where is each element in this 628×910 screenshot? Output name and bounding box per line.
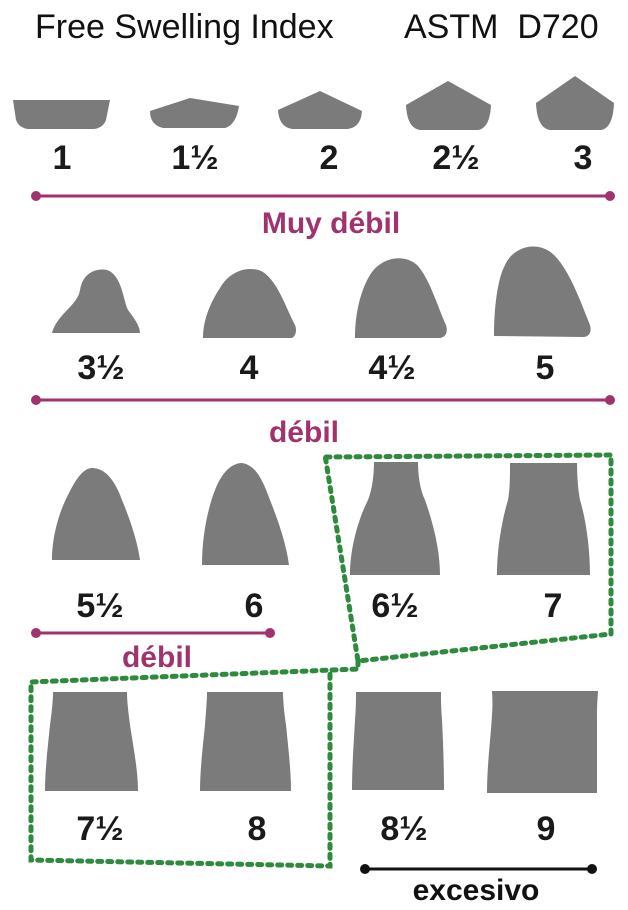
profile-shape-4: [203, 268, 296, 338]
profile-label-2-5: 2½: [432, 139, 479, 177]
profile-label-6: 6: [245, 587, 264, 625]
profile-shape-7-5: [45, 692, 138, 791]
profile-label-3: 3: [574, 139, 593, 177]
category-label-debil-1: débil: [269, 416, 339, 449]
profile-label-2: 2: [320, 139, 339, 177]
profile-label-8-5: 8½: [380, 810, 427, 848]
profile-shape-6-5: [350, 462, 440, 575]
title-right: ASTM D720: [404, 8, 599, 46]
profile-shape-4-5: [355, 258, 447, 338]
dotted-boundary-excessive: [322, 452, 614, 664]
profile-shape-7: [497, 463, 590, 575]
title: Free Swelling Index ASTM D720: [0, 8, 628, 58]
category-range-muy-debil: [31, 191, 615, 201]
category-label-muy-debil: Muy débil: [262, 207, 400, 240]
profile-label-4: 4: [240, 349, 259, 387]
profile-shape-3-5: [52, 269, 140, 333]
category-label-excesivo: excesivo: [413, 874, 540, 907]
profile-label-3-5: 3½: [77, 349, 124, 387]
profile-shape-1: [13, 100, 110, 129]
profile-label-5: 5: [536, 349, 555, 387]
profile-label-8: 8: [248, 810, 267, 848]
profile-shape-8: [200, 692, 291, 791]
profile-shape-9: [487, 691, 598, 793]
profile-shape-6: [202, 463, 289, 565]
profile-label-1-5: 1½: [171, 139, 218, 177]
profile-label-1: 1: [53, 139, 72, 177]
profile-shape-2: [278, 91, 362, 129]
profile-shape-5: [494, 246, 591, 337]
category-label-debil-2: débil: [122, 641, 192, 674]
profile-label-9: 9: [537, 810, 556, 848]
profile-shape-1-5: [150, 98, 239, 128]
title-left: Free Swelling Index: [35, 8, 334, 46]
profile-shape-5-5: [52, 468, 140, 560]
profile-label-7-5: 7½: [76, 810, 123, 848]
profile-label-5-5: 5½: [76, 587, 123, 625]
category-range-excesivo: [360, 864, 597, 874]
profile-label-7: 7: [544, 587, 563, 625]
profile-label-6-5: 6½: [371, 587, 418, 625]
dotted-boundary-excessive-lower: [28, 658, 361, 869]
profile-shape-3: [536, 76, 614, 130]
category-range-debil-2: [31, 628, 275, 638]
profile-shape-2-5: [406, 81, 491, 130]
category-range-debil-1: [31, 395, 615, 405]
profile-shape-8-5: [352, 692, 444, 790]
profile-label-4-5: 4½: [368, 349, 415, 387]
